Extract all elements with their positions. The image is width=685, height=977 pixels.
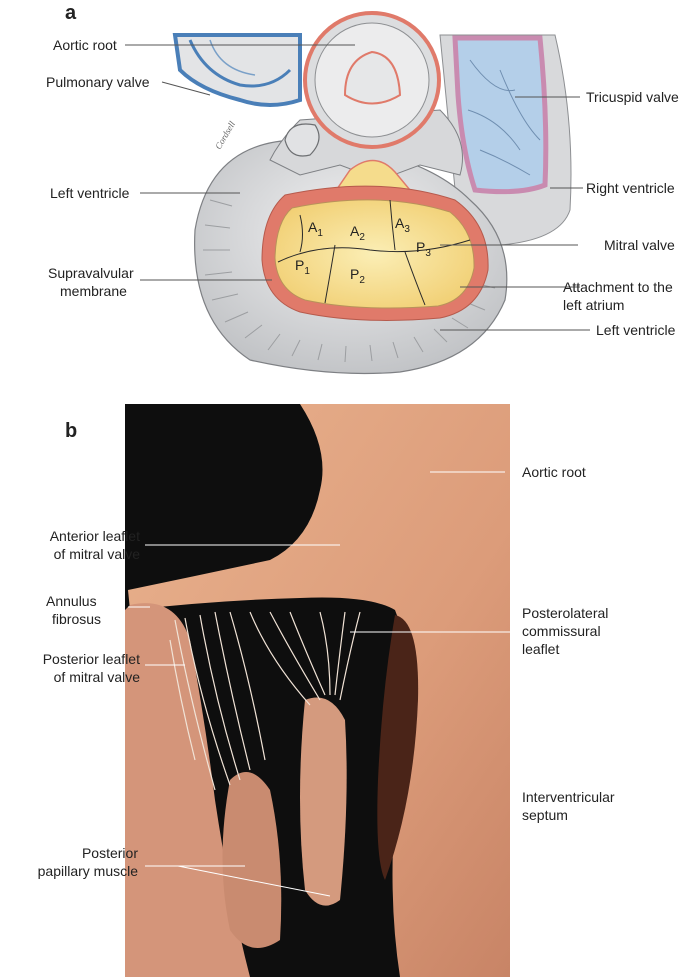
label-aortic-root-a: Aortic root [53, 37, 117, 53]
panel-a-letter: a [65, 2, 77, 24]
artist-signature: Cordsell [213, 119, 237, 151]
coaptation-lines [277, 199, 471, 306]
panel-b-leader-lines [128, 471, 510, 897]
mitral-leaflets [274, 199, 475, 309]
scallop-a3: A3 [395, 215, 410, 235]
label-attachment-2: left atrium [563, 297, 625, 313]
label-pulmonary-valve: Pulmonary valve [46, 74, 150, 90]
specimen-tissue-left [125, 603, 250, 977]
label-right-ventricle: Right ventricle [586, 180, 675, 196]
label-posterolateral-2: commissural [522, 623, 601, 639]
specimen-cavity [377, 615, 419, 880]
ventricle-striations [203, 199, 496, 363]
scallop-a2: A2 [350, 223, 365, 243]
aorto-mitral-curtain [333, 159, 412, 193]
label-posterior-leaflet-2: of mitral valve [53, 669, 140, 685]
label-annulus-2: fibrosus [52, 611, 102, 627]
label-attachment-1: Attachment to the [563, 279, 673, 295]
label-left-ventricle-2: Left ventricle [596, 322, 676, 338]
label-annulus-1: Annulus [46, 593, 97, 609]
chordae-tendineae [169, 611, 361, 791]
panel-a-leader-lines [125, 44, 590, 331]
papillary-muscle [222, 772, 282, 948]
label-posterolateral-1: Posterolateral [522, 605, 609, 621]
papillary-muscle-2 [300, 697, 347, 906]
label-anterior-leaflet-2: of mitral valve [53, 546, 140, 562]
panel-b-letter: b [65, 420, 78, 442]
scallop-a1: A1 [308, 219, 323, 239]
label-mitral-valve: Mitral valve [604, 237, 675, 253]
tricuspid-valve-shape [452, 35, 549, 195]
label-papillary-2: papillary muscle [37, 863, 138, 879]
label-papillary-1: Posterior [81, 845, 138, 861]
label-left-ventricle-1: Left ventricle [50, 185, 130, 201]
specimen-tissue-upper [128, 404, 510, 977]
label-interventricular-1: Interventricular [522, 789, 615, 805]
label-posterior-leaflet-1: Posterior leaflet [42, 651, 140, 667]
label-tricuspid-valve: Tricuspid valve [586, 89, 679, 105]
tricuspid-chordae [467, 59, 541, 176]
label-anterior-leaflet-1: Anterior leaflet [49, 528, 140, 544]
scallop-p1: P1 [295, 257, 310, 277]
label-aortic-root-b: Aortic root [522, 464, 586, 480]
scallop-p3: P3 [416, 239, 431, 259]
label-supravalvular-2: membrane [60, 283, 127, 299]
scallop-p2: P2 [350, 266, 365, 286]
label-posterolateral-3: leaflet [522, 641, 560, 657]
label-interventricular-2: septum [522, 807, 568, 823]
label-supravalvular-1: Supravalvular [48, 265, 134, 281]
